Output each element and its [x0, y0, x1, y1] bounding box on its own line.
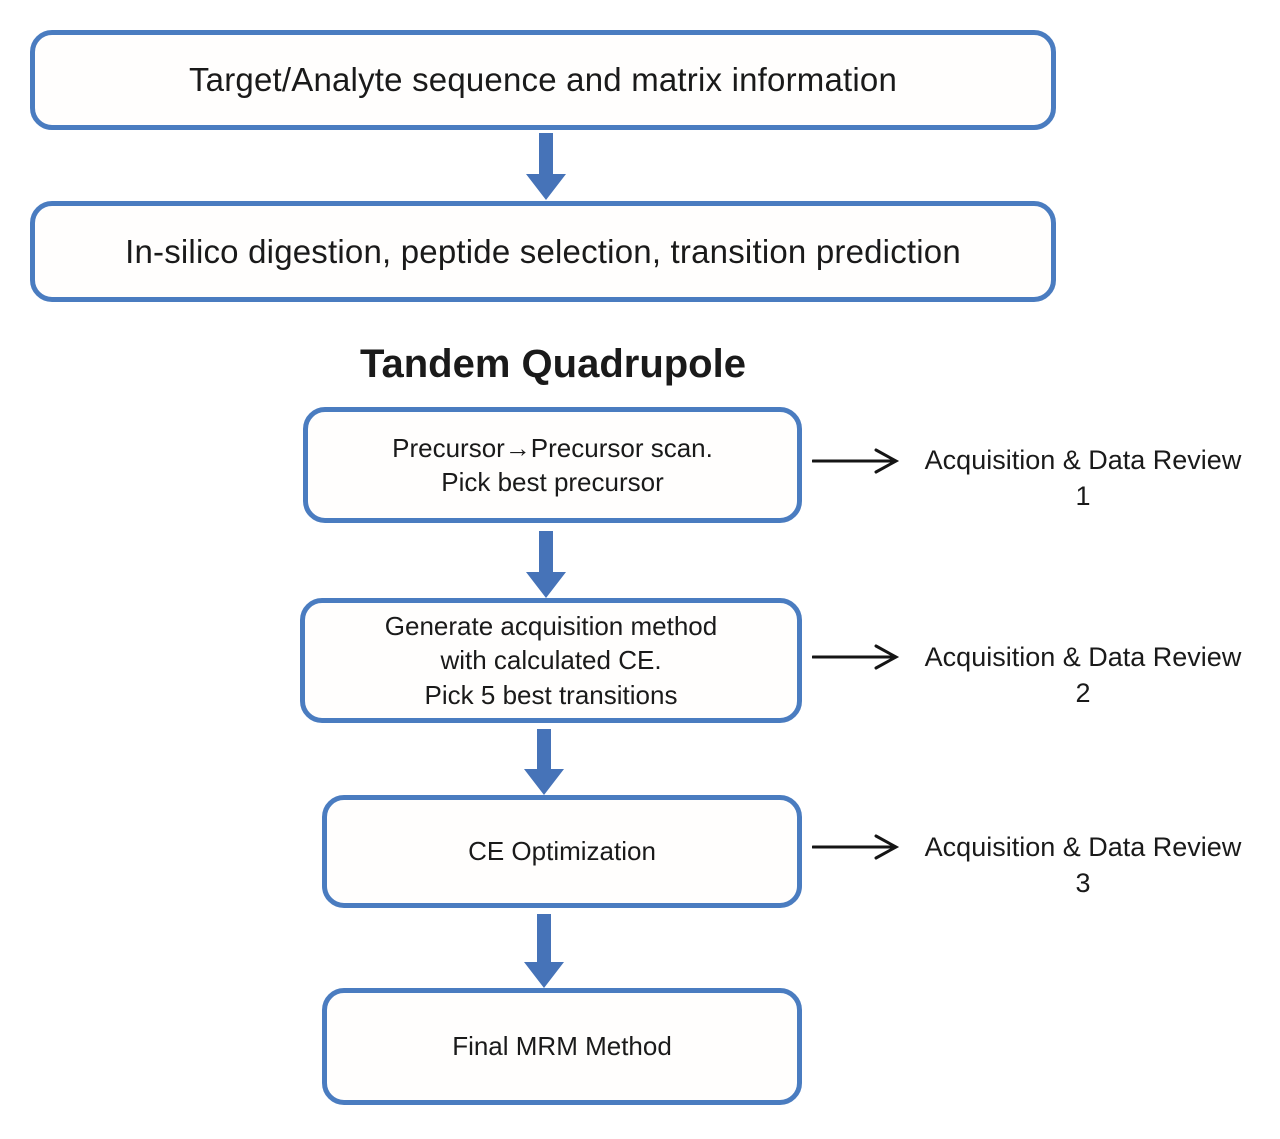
annotation-review-2: Acquisition & Data Review 2: [913, 639, 1253, 711]
node-precursor-scan: Precursor→Precursor scan. Pick best prec…: [303, 407, 802, 523]
right-arrow-icon: [812, 644, 900, 670]
node-label: Pick 5 best transitions: [424, 679, 678, 710]
node-final-mrm-method: Final MRM Method: [322, 988, 802, 1105]
annotation-review-3: Acquisition & Data Review 3: [913, 829, 1253, 901]
node-generate-acquisition-method: Generate acquisition method with calcula…: [300, 598, 802, 723]
annotation-label: Acquisition & Data Review: [924, 832, 1242, 862]
node-label: Pick best precursor: [441, 467, 664, 497]
annotation-number: 1: [1075, 481, 1091, 511]
node-label: Target/Analyte sequence and matrix infor…: [188, 61, 898, 98]
node-in-silico-digestion: In-silico digestion, peptide selection, …: [30, 201, 1056, 302]
right-arrow-icon: [812, 834, 900, 860]
down-arrow-icon: [524, 914, 564, 988]
node-label: Precursor→Precursor scan.: [392, 432, 713, 463]
down-arrow-icon: [526, 531, 566, 598]
right-arrow-icon: [812, 448, 900, 474]
node-label: In-silico digestion, peptide selection, …: [125, 232, 961, 270]
node-label: CE Optimization: [468, 836, 656, 867]
annotation-label: Acquisition & Data Review: [924, 642, 1242, 672]
annotation-number: 2: [1075, 678, 1091, 708]
down-arrow-icon: [526, 133, 566, 200]
annotation-label: Acquisition & Data Review: [924, 445, 1242, 475]
node-target-analyte: Target/Analyte sequence and matrix infor…: [30, 30, 1056, 130]
node-ce-optimization: CE Optimization: [322, 795, 802, 908]
annotation-number: 3: [1075, 868, 1091, 898]
down-arrow-icon: [524, 729, 564, 795]
node-label: with calculated CE.: [440, 645, 662, 676]
section-title: Tandem Quadrupole: [360, 342, 746, 386]
node-label: Final MRM Method: [452, 1031, 672, 1062]
node-label: Generate acquisition method: [384, 611, 718, 642]
annotation-review-1: Acquisition & Data Review 1: [913, 442, 1253, 514]
